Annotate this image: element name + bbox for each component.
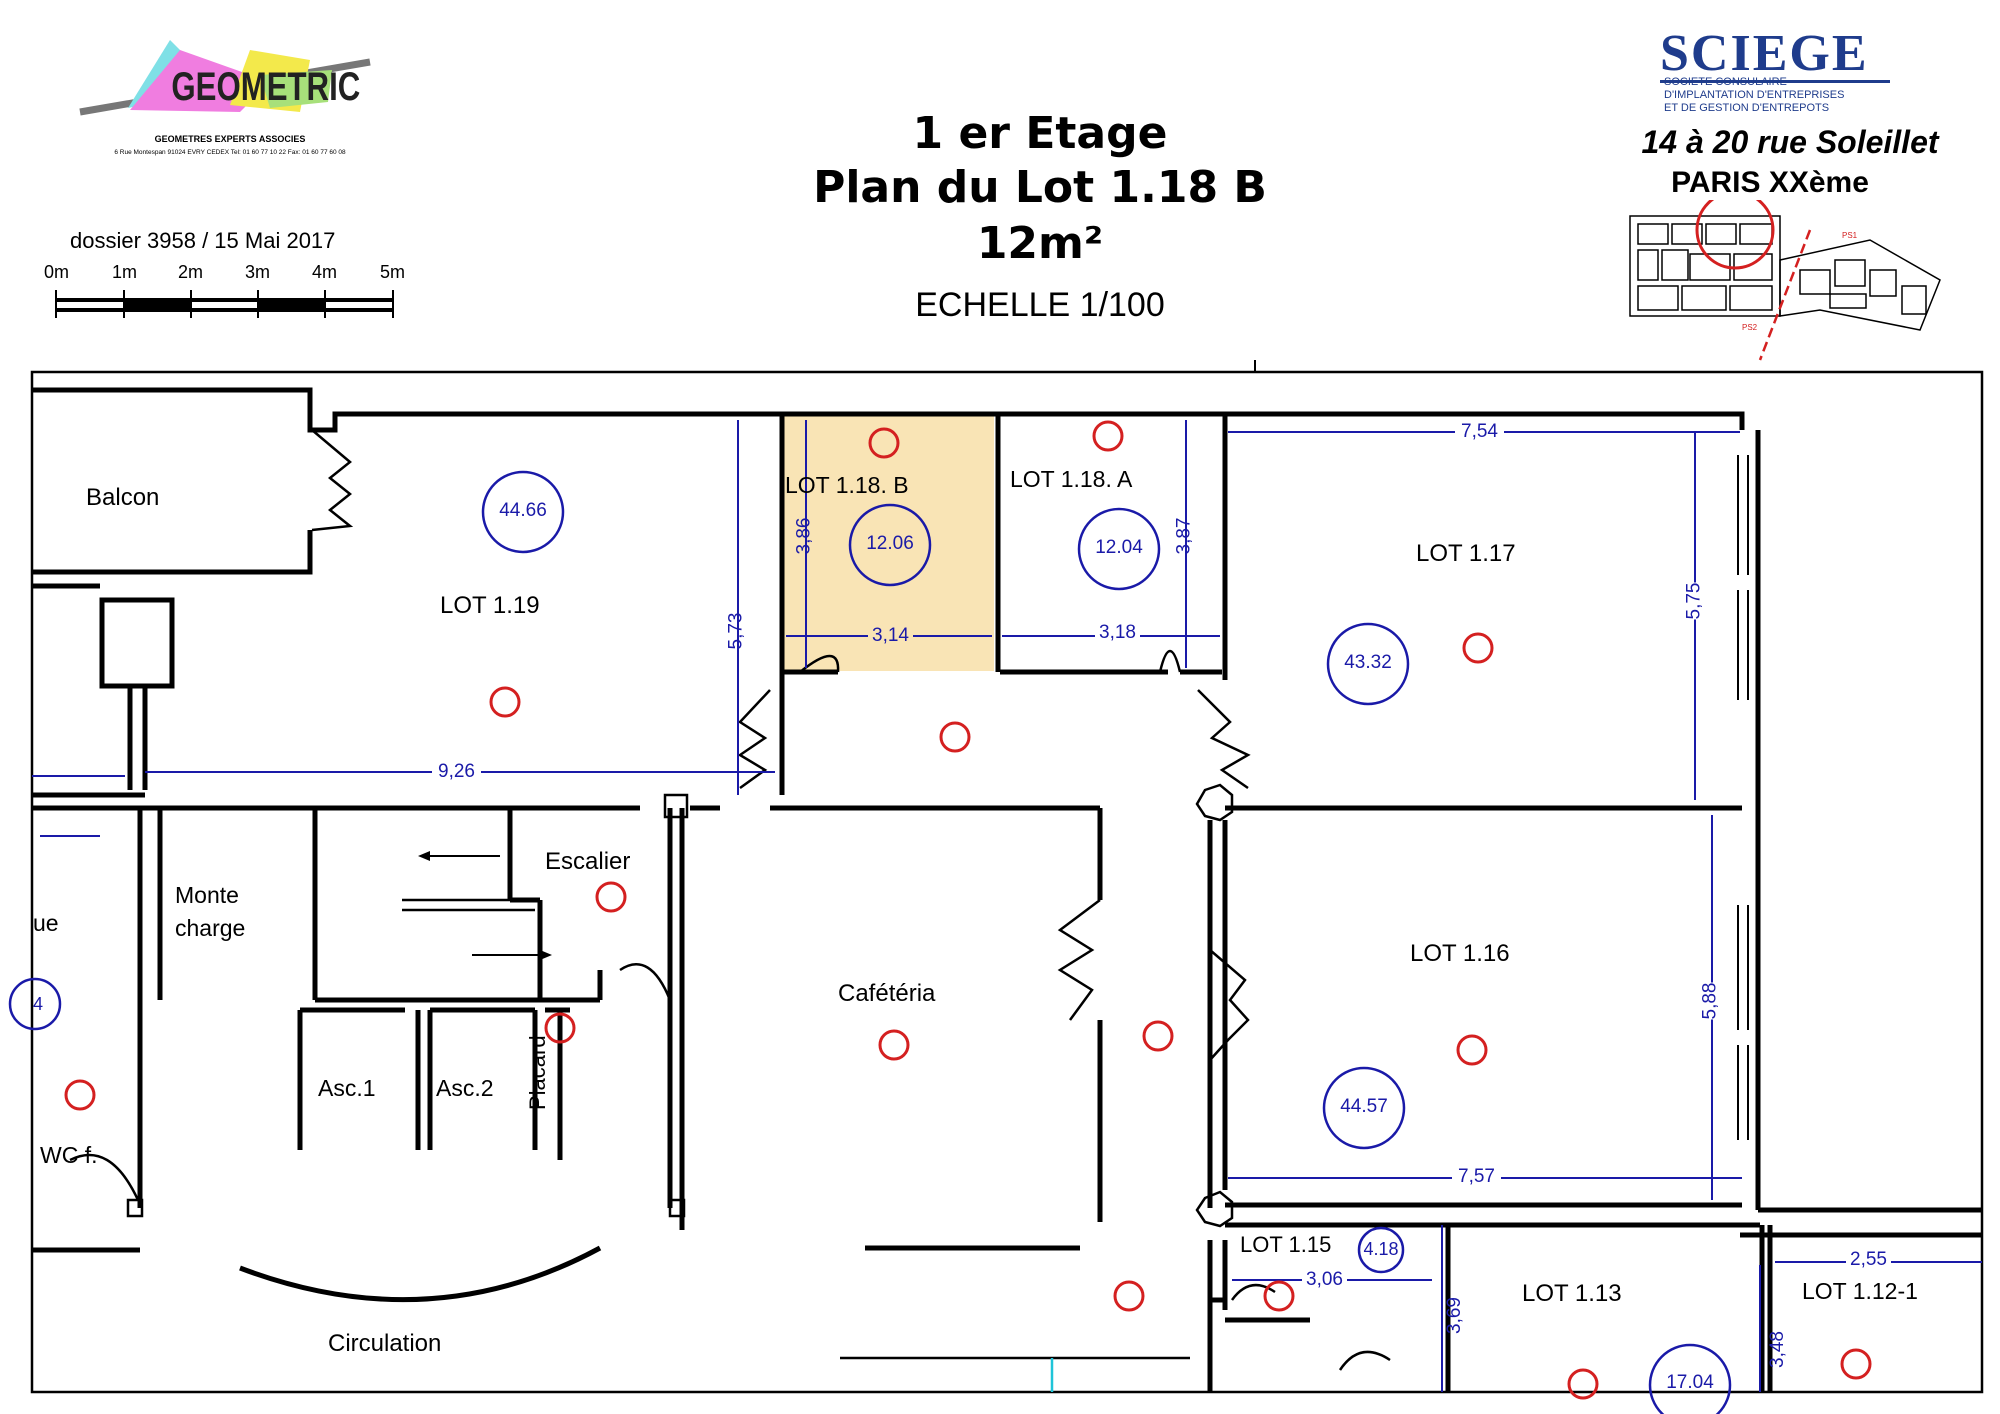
dim-757: 7,57 <box>1452 1166 1501 1188</box>
area-lot-118b: 12.06 <box>866 533 914 554</box>
scale-bar: 0m 1m 2m 3m 4m 5m <box>40 262 420 322</box>
area-lot-118a: 12.04 <box>1095 537 1143 558</box>
dim-318: 3,18 <box>1095 622 1140 644</box>
dim-306: 3,06 <box>1302 1269 1347 1291</box>
room-asc-1: Asc.1 <box>318 1075 376 1101</box>
company-address: 6 Rue Montespan 91024 EVRY CEDEX Tel: 01… <box>114 149 346 156</box>
room-placard: Placard <box>525 1035 550 1110</box>
scale-tick-label: 4m <box>312 262 338 282</box>
geometric-logo-text: GEOMETRIC <box>171 64 360 109</box>
circulation-curve <box>239 1245 602 1303</box>
sciege-rule <box>1660 80 1890 83</box>
address-city: PARIS XXème <box>1671 166 1869 199</box>
columns <box>126 783 1234 1228</box>
inset-label-ps2: PS2 <box>1742 323 1758 332</box>
inset-label-ps1: PS1 <box>1842 231 1858 240</box>
dim-348: 3,48 <box>1767 1331 1788 1368</box>
room-monte-charge-1: Monte <box>175 882 239 908</box>
geometric-logo: GEOMETRIC <box>79 40 371 116</box>
dim-575: 5,75 <box>1683 582 1706 620</box>
area-lot-119: 44.66 <box>499 500 547 521</box>
room-lot-115: LOT 1.15 <box>1240 1232 1332 1257</box>
ceiling-height-markers <box>64 420 1872 1400</box>
site-location-map: PS1 PS2 <box>1629 200 1941 361</box>
scale-tick-label: 3m <box>245 262 271 282</box>
room-lot-1121: LOT 1.12-1 <box>1802 1278 1918 1304</box>
windows <box>1254 360 1749 1140</box>
stair-arrowhead <box>418 851 430 861</box>
folding-doors <box>311 429 1251 1061</box>
room-escalier: Escalier <box>545 848 631 875</box>
scale-tick-label: 1m <box>112 262 138 282</box>
dim-255: 2,55 <box>1846 1249 1891 1271</box>
dim-386: 3,86 <box>793 517 815 555</box>
room-lot-118a: LOT 1.18. A <box>1010 466 1133 492</box>
title-floor: 1 er Etage <box>912 108 1168 159</box>
room-partial-left: ue <box>33 910 59 936</box>
address-street: 14 à 20 rue Soleillet <box>1641 124 1939 160</box>
room-lot-113: LOT 1.13 <box>1522 1280 1622 1307</box>
scale-tick-label: 5m <box>380 262 406 282</box>
sciege-line-2: D'IMPLANTATION D'ENTREPRISES <box>1664 89 1845 101</box>
dim-588: 5,88 <box>1699 982 1722 1020</box>
walls <box>32 387 1982 1392</box>
sciege-line-3: ET DE GESTION D'ENTREPOTS <box>1664 102 1830 114</box>
area-lot-113: 17.04 <box>1666 1372 1714 1393</box>
scale-text: ECHELLE 1/100 <box>915 286 1165 324</box>
room-monte-charge-2: charge <box>175 915 246 941</box>
room-lot-116: LOT 1.16 <box>1410 940 1510 967</box>
room-wc: WC f. <box>40 1142 98 1168</box>
area-circles <box>8 470 1732 1414</box>
room-lot-118b: LOT 1.18. B <box>785 472 909 498</box>
area-lot-117: 43.32 <box>1344 652 1392 673</box>
dim-926: 9,26 <box>432 761 481 783</box>
area-partial-left: 4 <box>33 994 44 1014</box>
dim-573: 5,73 <box>725 612 747 650</box>
scale-tick-label: 2m <box>178 262 204 282</box>
dim-369: 3,69 <box>1444 1297 1465 1334</box>
room-lot-117: LOT 1.17 <box>1416 540 1516 567</box>
dossier-text: dossier 3958 / 15 Mai 2017 <box>70 228 336 253</box>
room-cafeteria: Cafétéria <box>838 980 936 1007</box>
room-asc-2: Asc.2 <box>436 1075 494 1101</box>
sciege-tagline: SOCIETE CONSULAIRE D'IMPLANTATION D'ENTR… <box>1664 76 1844 115</box>
title-lot: Plan du Lot 1.18 B <box>813 162 1267 213</box>
scale-tick-label: 0m <box>44 262 70 282</box>
dim-314: 3,14 <box>868 625 913 647</box>
sciege-logo: SCIEGE <box>1660 25 1869 82</box>
area-lot-116: 44.57 <box>1340 1096 1388 1117</box>
plan-frame <box>30 370 1984 1394</box>
room-circulation: Circulation <box>328 1330 442 1357</box>
room-lot-119: LOT 1.19 <box>440 592 540 619</box>
area-lot-115: 4.18 <box>1363 1239 1399 1259</box>
dim-387: 3,87 <box>1173 517 1195 555</box>
sciege-line-1: SOCIETE CONSULAIRE <box>1664 76 1787 88</box>
door-swings <box>69 650 1391 1371</box>
stair-arrowhead <box>540 950 552 960</box>
company-subtitle: GEOMETRES EXPERTS ASSOCIES <box>154 134 306 144</box>
dim-754: 7,54 <box>1455 421 1504 443</box>
room-balcon: Balcon <box>86 484 160 511</box>
title-area: 12m² <box>976 218 1104 269</box>
